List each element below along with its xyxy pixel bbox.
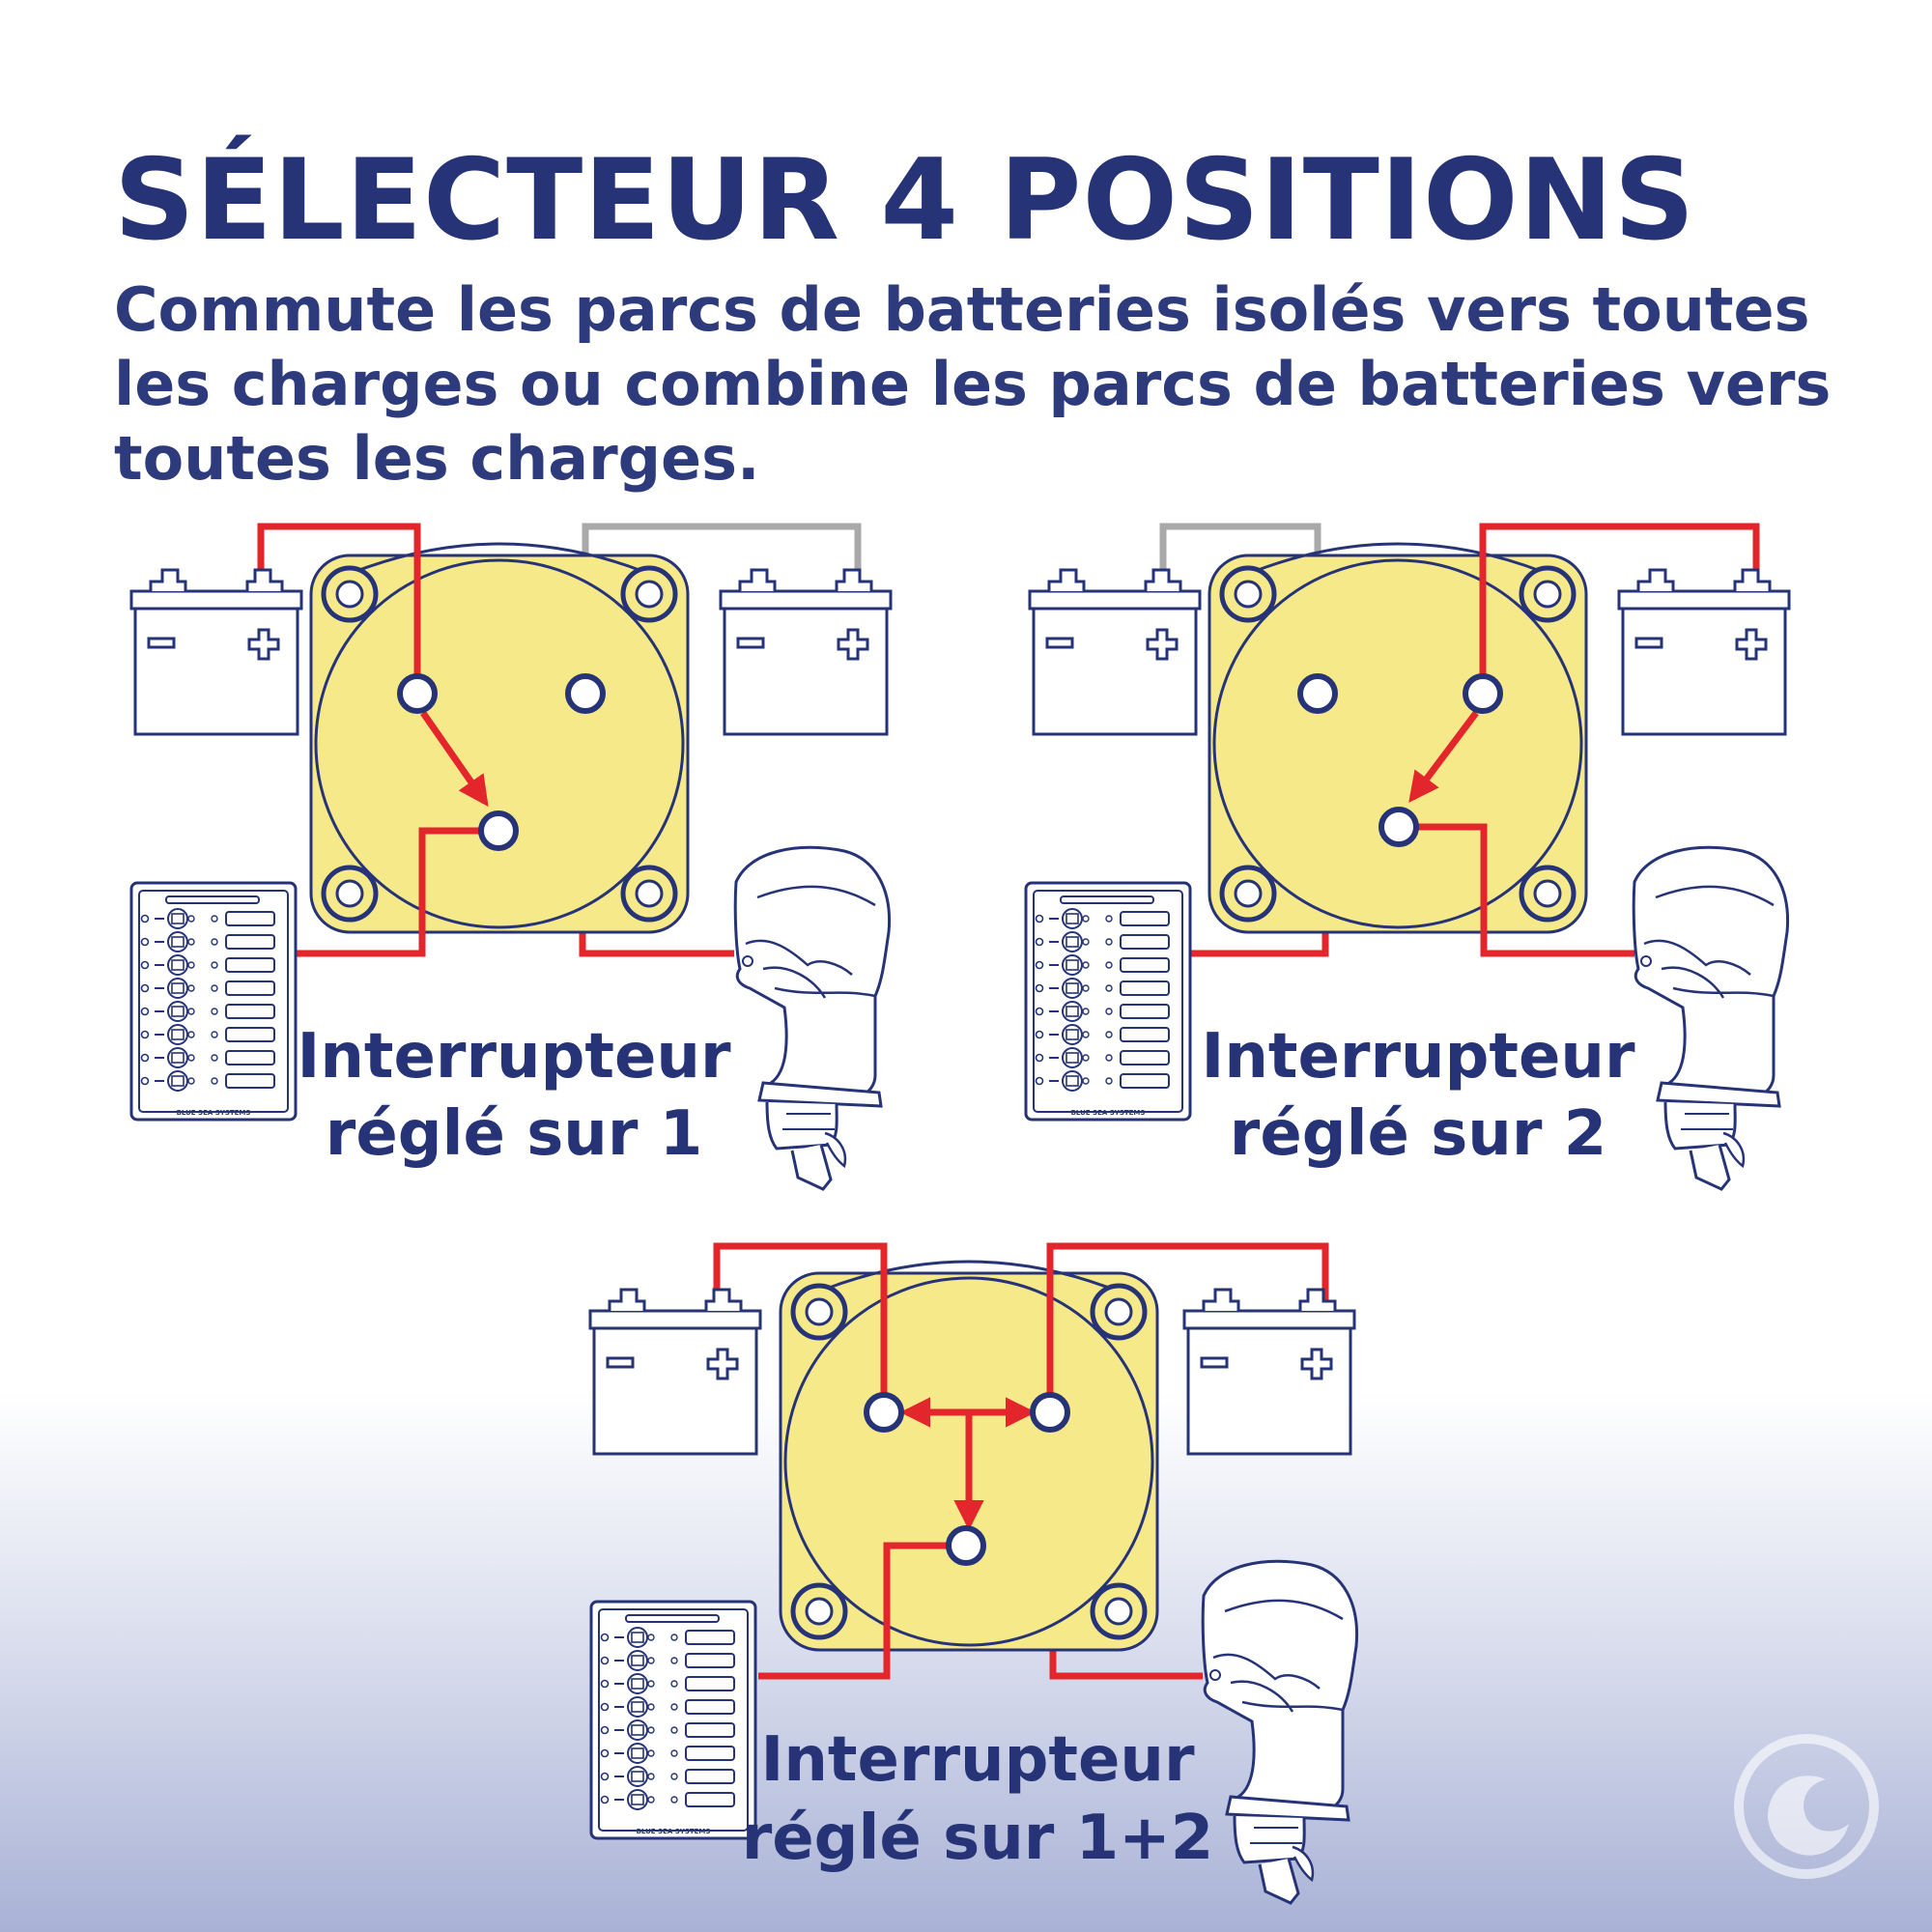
outboard-motor-icon bbox=[1632, 845, 1790, 1191]
switch-label: Interrupteur bbox=[1202, 1021, 1635, 1093]
load-wire-left bbox=[758, 1542, 966, 1680]
active-wire bbox=[713, 1242, 888, 1412]
active-wire bbox=[1479, 523, 1760, 694]
switch-arrow bbox=[1408, 710, 1479, 804]
load-wire-left bbox=[297, 827, 498, 957]
load-wire-right bbox=[1399, 823, 1634, 957]
terminal-2 bbox=[1463, 673, 1503, 714]
panel-brand: BLUE SEA SYSTEMS bbox=[177, 1109, 251, 1117]
switch-label: Interrupteur bbox=[298, 1021, 731, 1093]
terminal-common bbox=[1378, 807, 1419, 847]
breaker-panel-icon bbox=[131, 883, 296, 1120]
page-subtitle: Commute les parcs de batteries isolés ve… bbox=[114, 274, 1832, 494]
diagram-position-2: BLUE SEA SYSTEMS Interrupteur réglé sur … bbox=[1026, 523, 1791, 1191]
terminal-common bbox=[946, 1525, 986, 1566]
diagram-position-1-2: BLUE SEA SYSTEMS Interrupteur réglé sur … bbox=[588, 1242, 1359, 1905]
battery-icon bbox=[1182, 1288, 1356, 1456]
switch-label: réglé sur 1+2 bbox=[742, 1803, 1214, 1874]
diagram-position-1: BLUE SEA SYSTEMS Interrupteur réglé sur … bbox=[129, 523, 893, 1191]
switch-label: réglé sur 2 bbox=[1230, 1098, 1606, 1170]
brand-logo-icon bbox=[1734, 1734, 1879, 1879]
terminal-2 bbox=[1030, 1392, 1070, 1433]
battery-icon bbox=[1028, 568, 1202, 736]
outboard-motor-icon bbox=[733, 845, 892, 1191]
terminal-1 bbox=[1297, 673, 1338, 714]
outboard-motor-icon bbox=[1201, 1559, 1359, 1905]
terminal-2 bbox=[565, 673, 606, 714]
switch-label: réglé sur 1 bbox=[326, 1098, 702, 1170]
battery-switch-icon bbox=[311, 544, 688, 932]
battery-icon bbox=[588, 1288, 762, 1456]
page-title: SÉLECTEUR 4 POSITIONS bbox=[114, 135, 1696, 266]
switch-arrow bbox=[420, 711, 489, 808]
terminal-1 bbox=[864, 1392, 904, 1433]
terminal-common bbox=[478, 810, 519, 851]
battery-icon bbox=[129, 568, 303, 736]
breaker-panel-icon bbox=[1026, 883, 1190, 1120]
panel-brand: BLUE SEA SYSTEMS bbox=[637, 1828, 711, 1835]
panel-brand: BLUE SEA SYSTEMS bbox=[1071, 1109, 1146, 1117]
battery-switch-icon bbox=[1209, 544, 1586, 932]
active-wire bbox=[1046, 1242, 1329, 1412]
switch-label: Interrupteur bbox=[761, 1724, 1195, 1796]
active-wire bbox=[257, 523, 421, 694]
battery-icon bbox=[719, 568, 893, 736]
terminal-1 bbox=[397, 673, 438, 714]
battery-icon bbox=[1617, 568, 1791, 736]
breaker-panel-icon bbox=[591, 1602, 755, 1838]
